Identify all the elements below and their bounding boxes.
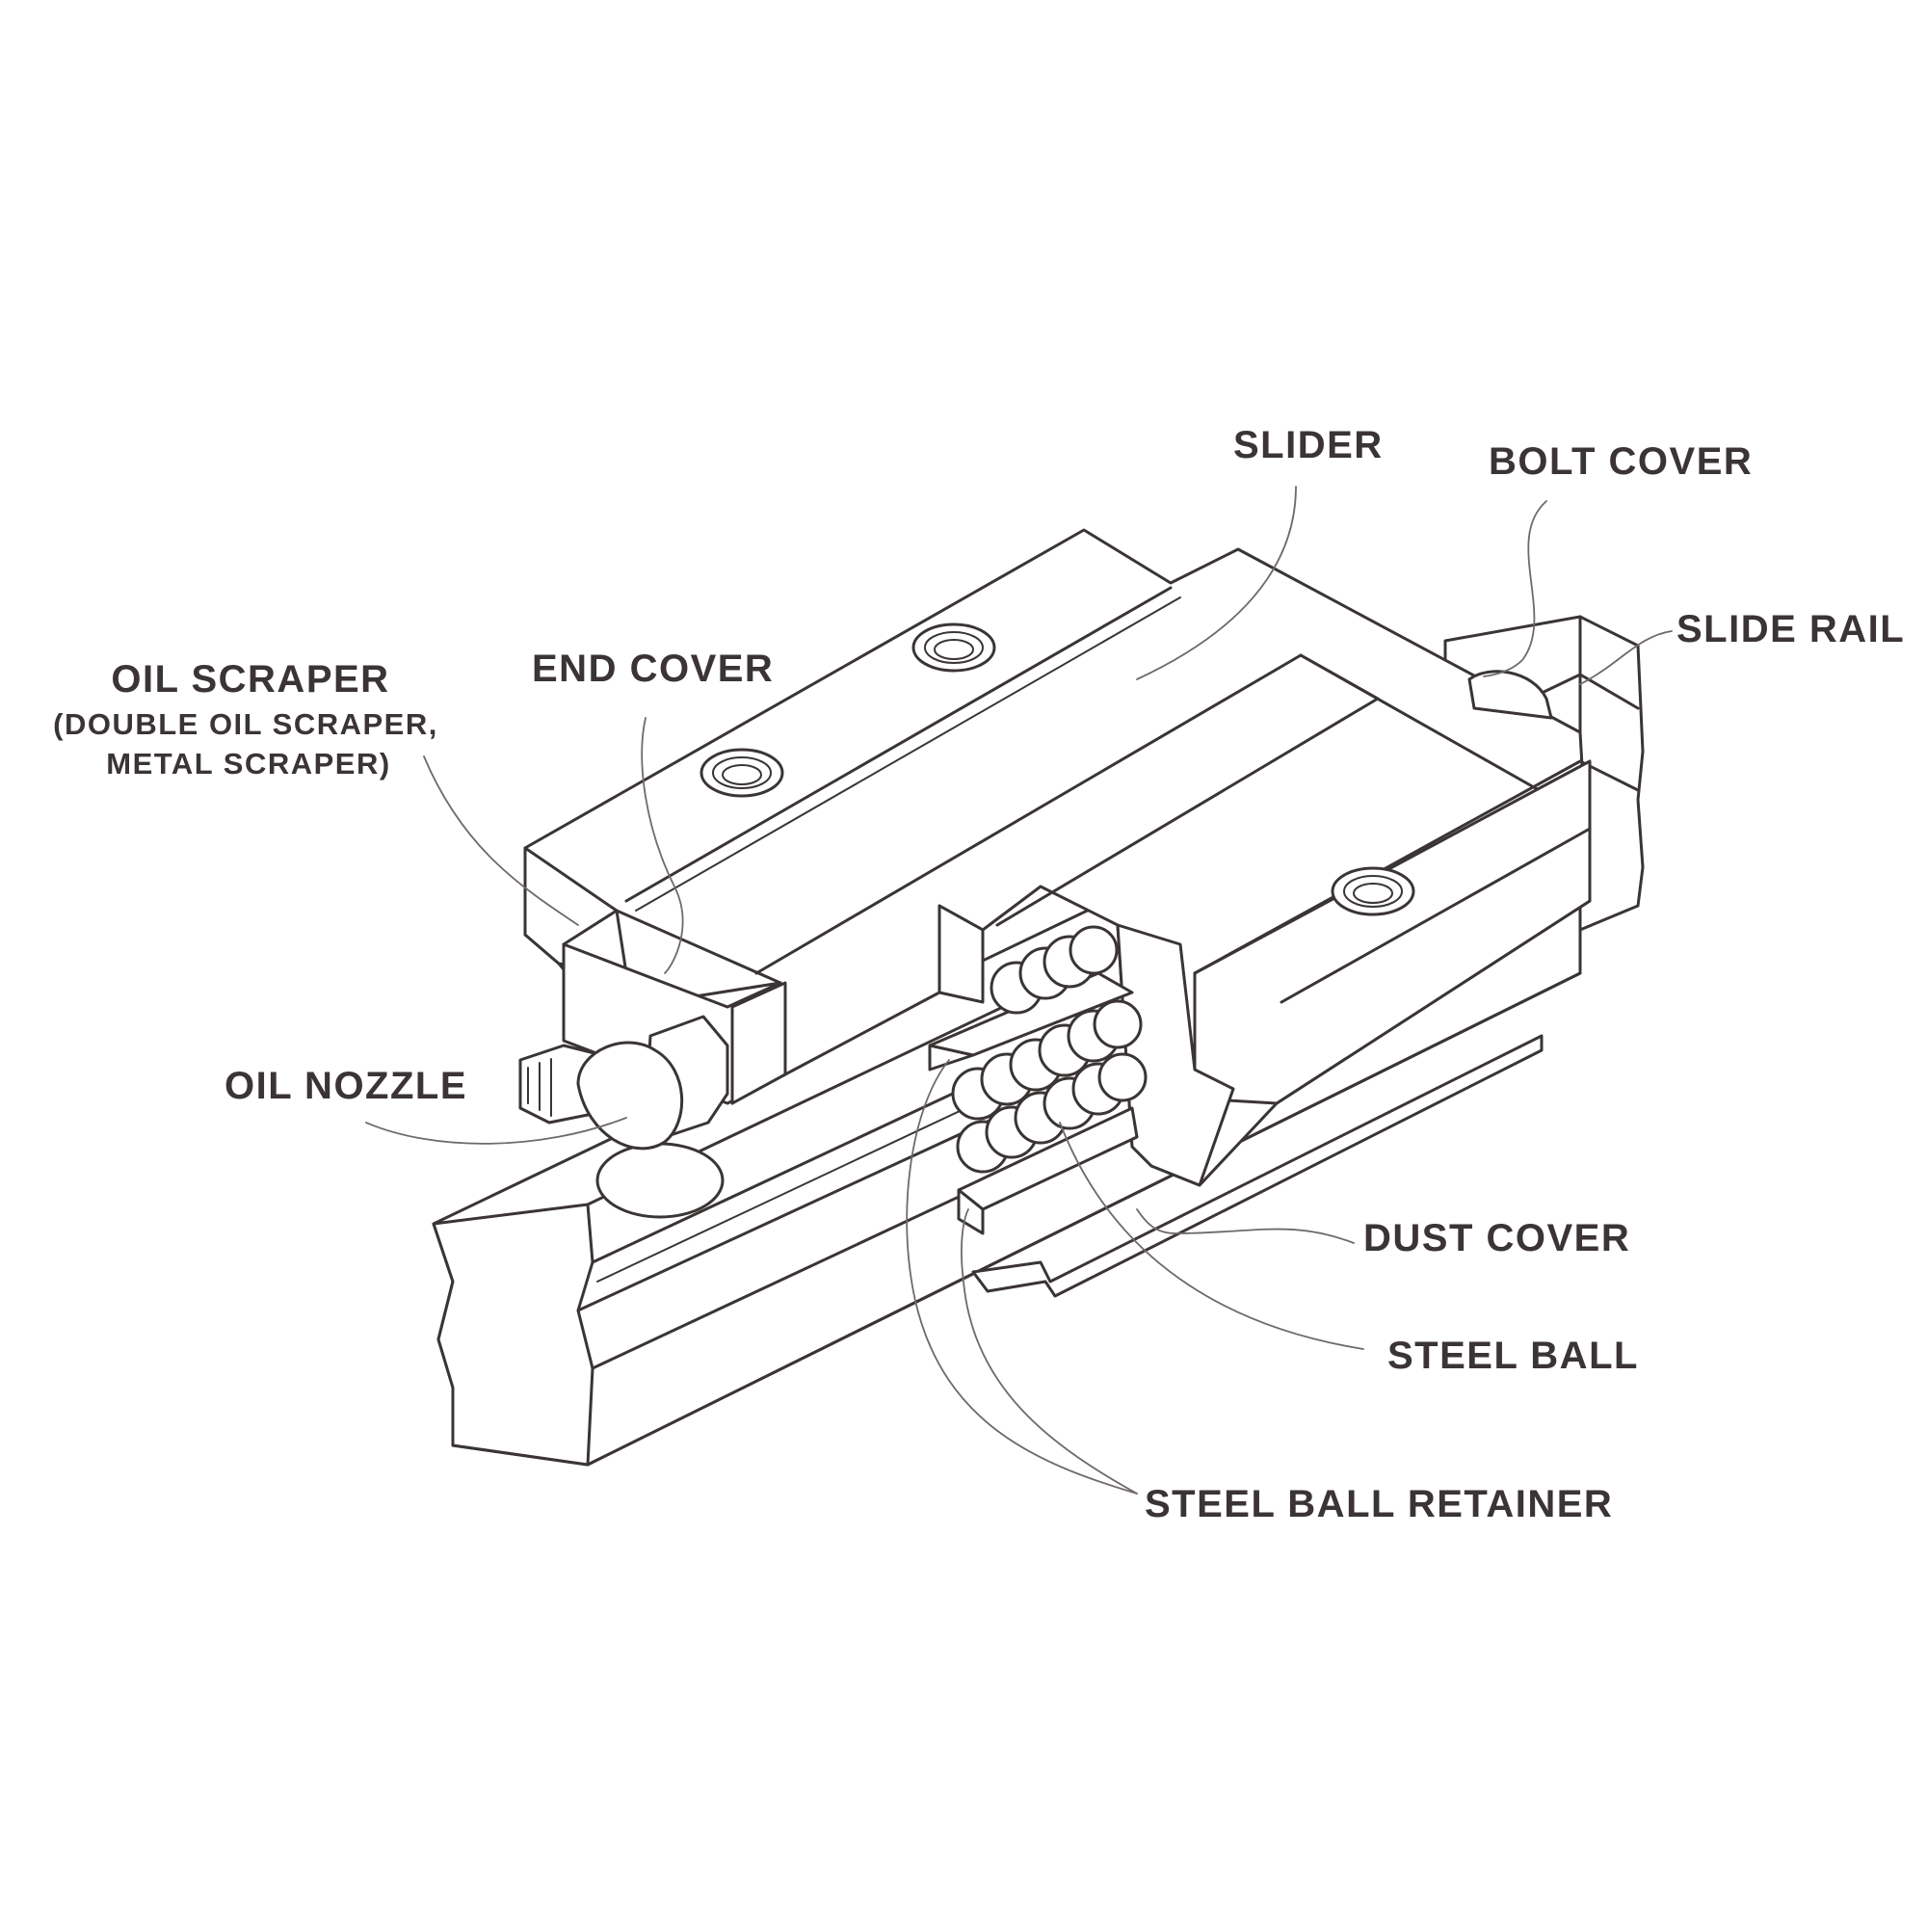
leader-retainer-b bbox=[961, 1208, 1138, 1495]
leader-steel-ball bbox=[1059, 1122, 1364, 1350]
leader-slide-rail bbox=[1579, 630, 1673, 685]
bolt-hole bbox=[1331, 866, 1415, 916]
label-dust-cover: DUST COVER bbox=[1363, 1217, 1630, 1259]
steel-ball-retainer bbox=[928, 971, 1139, 1235]
leader-oil-nozzle bbox=[365, 1117, 627, 1145]
label-slide-rail: SLIDE RAIL bbox=[1676, 608, 1905, 650]
labels: SLIDER BOLT COVER SLIDE RAIL OIL SCRAPER… bbox=[53, 424, 1905, 1525]
oil-nozzle bbox=[518, 1015, 729, 1151]
label-oil-scraper: OIL SCRAPER bbox=[111, 658, 389, 701]
leader-slider bbox=[1136, 486, 1297, 680]
dust-cover bbox=[971, 1034, 1544, 1298]
oil-scraper bbox=[730, 981, 787, 1105]
end-cover bbox=[523, 846, 787, 1105]
bolt-hole bbox=[911, 622, 996, 673]
leader-oil-scraper bbox=[423, 755, 579, 926]
label-oil-scraper-note-2: METAL SCRAPER) bbox=[106, 747, 390, 781]
label-slider: SLIDER bbox=[1233, 424, 1384, 466]
leader-lines bbox=[365, 486, 1673, 1495]
leader-retainer-a bbox=[906, 1059, 1138, 1495]
leader-end-cover bbox=[641, 717, 684, 974]
label-steel-ball-retainer: STEEL BALL RETAINER bbox=[1145, 1483, 1613, 1525]
label-oil-scraper-note-1: (DOUBLE OIL SCRAPER, bbox=[53, 707, 438, 741]
leader-dust-cover bbox=[1136, 1208, 1355, 1244]
label-oil-nozzle: OIL NOZZLE bbox=[224, 1065, 467, 1107]
leader-bolt-cover bbox=[1483, 500, 1547, 677]
bolt-cover bbox=[1467, 670, 1553, 720]
label-steel-ball: STEEL BALL bbox=[1387, 1335, 1639, 1377]
steel-ball bbox=[951, 925, 1148, 1174]
bolt-hole bbox=[700, 748, 784, 798]
label-end-cover: END COVER bbox=[532, 648, 774, 690]
label-bolt-cover: BOLT COVER bbox=[1489, 440, 1753, 483]
